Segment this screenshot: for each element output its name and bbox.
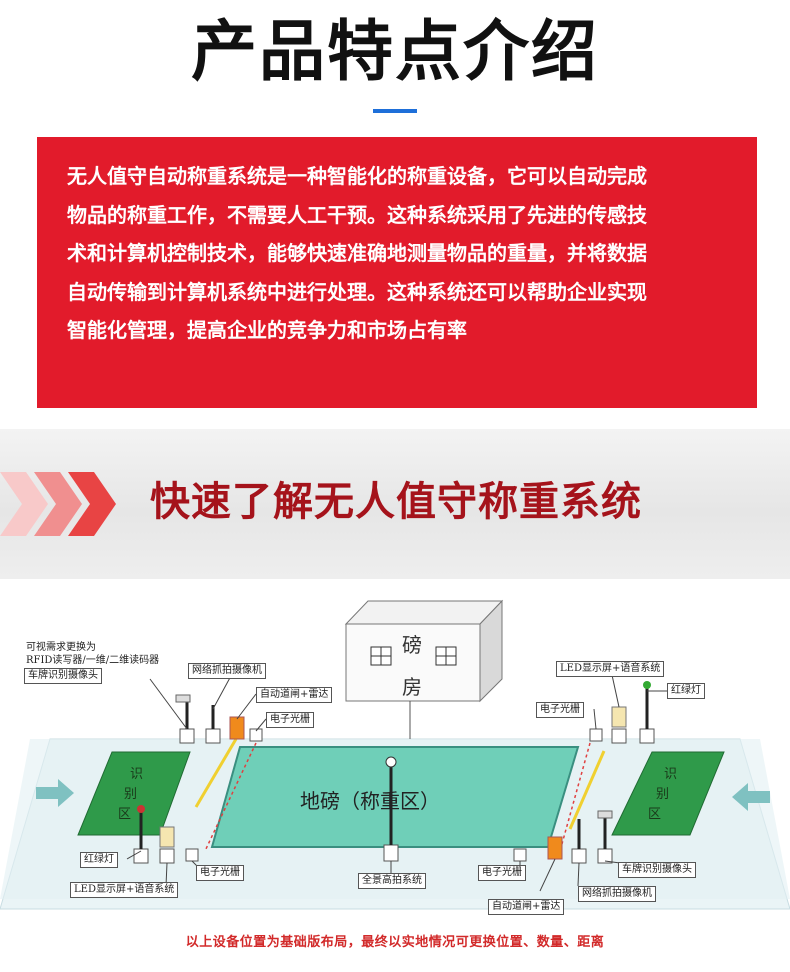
intro-line: 术和计算机控制技术，能够快速准确地测量物品的重量，并将数据 (67, 241, 647, 265)
right-recognition-zone (611, 751, 725, 836)
gate-radar-bottom-label: 自动道闸+雷达 (488, 899, 565, 915)
led-top-right-label: LED显示屏+语音系统 (556, 661, 665, 677)
zone-char: 别 (124, 787, 138, 802)
top-left-devices (175, 694, 263, 744)
grating-bottom-right-label: 电子光栅 (478, 865, 526, 881)
grating-bottom-left-label: 电子光栅 (196, 865, 244, 881)
title-underline (373, 109, 417, 113)
arrow-left-icon (732, 783, 770, 811)
panorama-pole (383, 756, 399, 862)
rfid-note-line2: RFID读写器/一维/二维读码器 (26, 655, 160, 666)
net-camera-top-label: 网络抓拍摄像机 (188, 663, 266, 679)
zone-char: 别 (656, 787, 670, 802)
arrow-right-icon (36, 779, 74, 807)
chevron-arrows-icon (0, 472, 116, 536)
intro-line: 无人值守自动称重系统是一种智能化的称重设备，它可以自动完成 (67, 164, 647, 188)
section-banner: 快速了解无人值守称重系统 (0, 429, 790, 579)
intro-text: 无人值守自动称重系统是一种智能化的称重设备，它可以自动完成 物品的称重工作，不需… (67, 157, 735, 350)
banner-title: 快速了解无人值守称重系统 (150, 478, 642, 525)
rfid-note-line1: 可视需求更换为 (26, 642, 96, 653)
weighbridge-house (344, 599, 504, 739)
plate-camera-left-label: 车牌识别摄像头 (24, 668, 102, 684)
traffic-light-left-label: 红绿灯 (80, 852, 118, 868)
led-bottom-left-label: LED显示屏+语音系统 (70, 882, 179, 898)
net-camera-bottom-label: 网络抓拍摄像机 (578, 886, 656, 902)
intro-line: 智能化管理，提高企业的竞争力和市场占有率 (67, 318, 467, 342)
house-label-2: 房 (402, 675, 422, 699)
house-label-1: 磅 (402, 633, 422, 657)
plate-camera-right-label: 车牌识别摄像头 (618, 862, 696, 878)
page-title: 产品特点介绍 (191, 13, 599, 90)
panorama-camera-label: 全景高拍系统 (358, 873, 426, 889)
traffic-light-right-label: 红绿灯 (667, 683, 705, 699)
zone-char: 识 (664, 767, 678, 782)
intro-box: 无人值守自动称重系统是一种智能化的称重设备，它可以自动完成 物品的称重工作，不需… (37, 137, 757, 408)
intro-line: 自动传输到计算机系统中进行处理。这种系统还可以帮助企业实现 (67, 279, 647, 304)
bottom-left-devices (133, 805, 199, 864)
zone-char: 区 (648, 807, 662, 822)
zone-char: 区 (118, 807, 132, 822)
grating-top-left-label: 电子光栅 (266, 712, 314, 728)
top-right-devices (589, 681, 655, 744)
layout-diagram: 磅 房 地磅（称重区） 识 别 区 识 别 区 可视需求更换为 RFID读写器/… (0, 579, 790, 972)
footer-note: 以上设备位置为基础版布局，最终以实地情况可更换位置、数量、距离 (185, 935, 605, 950)
gate-radar-top-label: 自动道闸+雷达 (256, 687, 333, 703)
zone-char: 识 (130, 767, 144, 782)
scale-area-label: 地磅（称重区） (300, 789, 440, 813)
grating-top-right-label: 电子光栅 (536, 702, 584, 718)
intro-line: 物品的称重工作，不需要人工干预。这种系统采用了先进的传感技 (67, 202, 647, 227)
